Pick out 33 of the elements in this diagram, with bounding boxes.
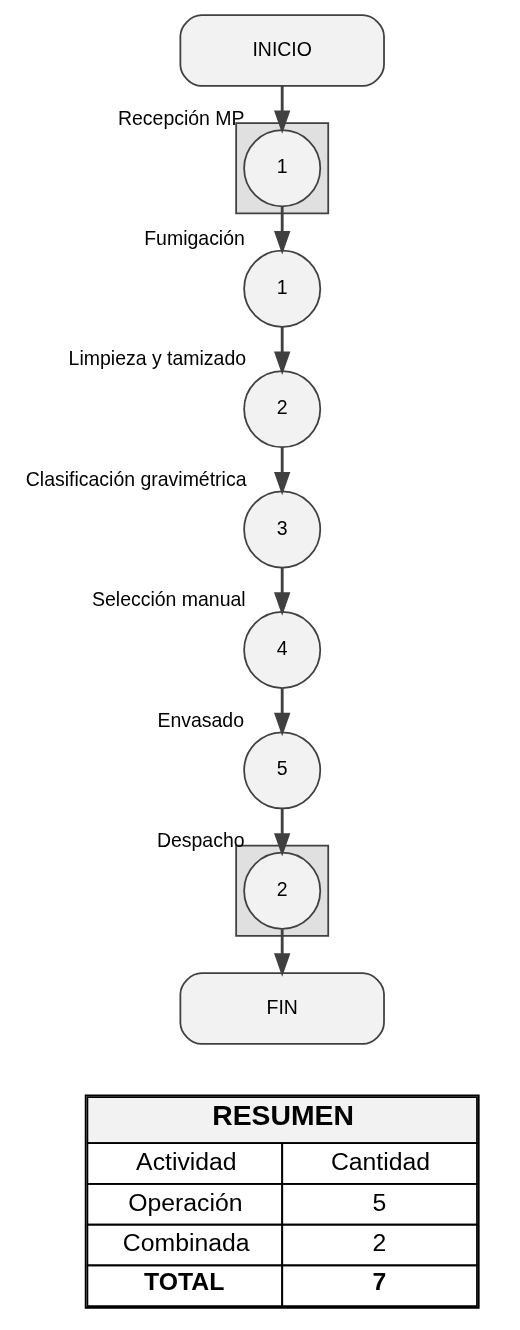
label: Actividad bbox=[135, 1148, 237, 1176]
node-label: Limpieza y tamizado bbox=[68, 347, 246, 370]
label: Cantidad bbox=[330, 1148, 430, 1176]
arrow bbox=[273, 206, 290, 255]
node-label: Selección manual bbox=[91, 588, 246, 611]
node-label: Fumigación bbox=[143, 226, 245, 249]
node-label: Clasificación gravimétrica bbox=[25, 467, 246, 490]
label: Operación bbox=[127, 1188, 242, 1216]
node-label: Recepción MP bbox=[117, 106, 245, 129]
arrow bbox=[273, 447, 290, 496]
label: RESUMEN bbox=[211, 1099, 354, 1132]
label: 2 bbox=[372, 1229, 386, 1257]
arrow bbox=[273, 929, 290, 977]
node-circle: 5 bbox=[242, 731, 321, 810]
node-circle: 2 bbox=[242, 851, 321, 930]
label: 7 bbox=[372, 1268, 386, 1296]
label: TOTAL bbox=[143, 1268, 224, 1296]
arrow bbox=[273, 808, 290, 857]
node-label: Despacho bbox=[156, 829, 245, 852]
node-circle: 4 bbox=[242, 611, 321, 689]
node-circle: 1 bbox=[242, 129, 321, 208]
node-circle: 1 bbox=[242, 249, 321, 328]
arrow bbox=[273, 326, 290, 375]
node-circle: 3 bbox=[242, 490, 321, 569]
node-box: FIN bbox=[179, 972, 385, 1045]
arrow bbox=[273, 688, 290, 737]
label: Combinada bbox=[122, 1229, 250, 1257]
label: 5 bbox=[372, 1188, 386, 1216]
node-circle: 2 bbox=[242, 370, 321, 449]
arrow bbox=[273, 567, 290, 616]
node-label: Envasado bbox=[156, 708, 244, 731]
node-box: INICIO bbox=[179, 14, 385, 87]
arrow bbox=[273, 85, 290, 134]
